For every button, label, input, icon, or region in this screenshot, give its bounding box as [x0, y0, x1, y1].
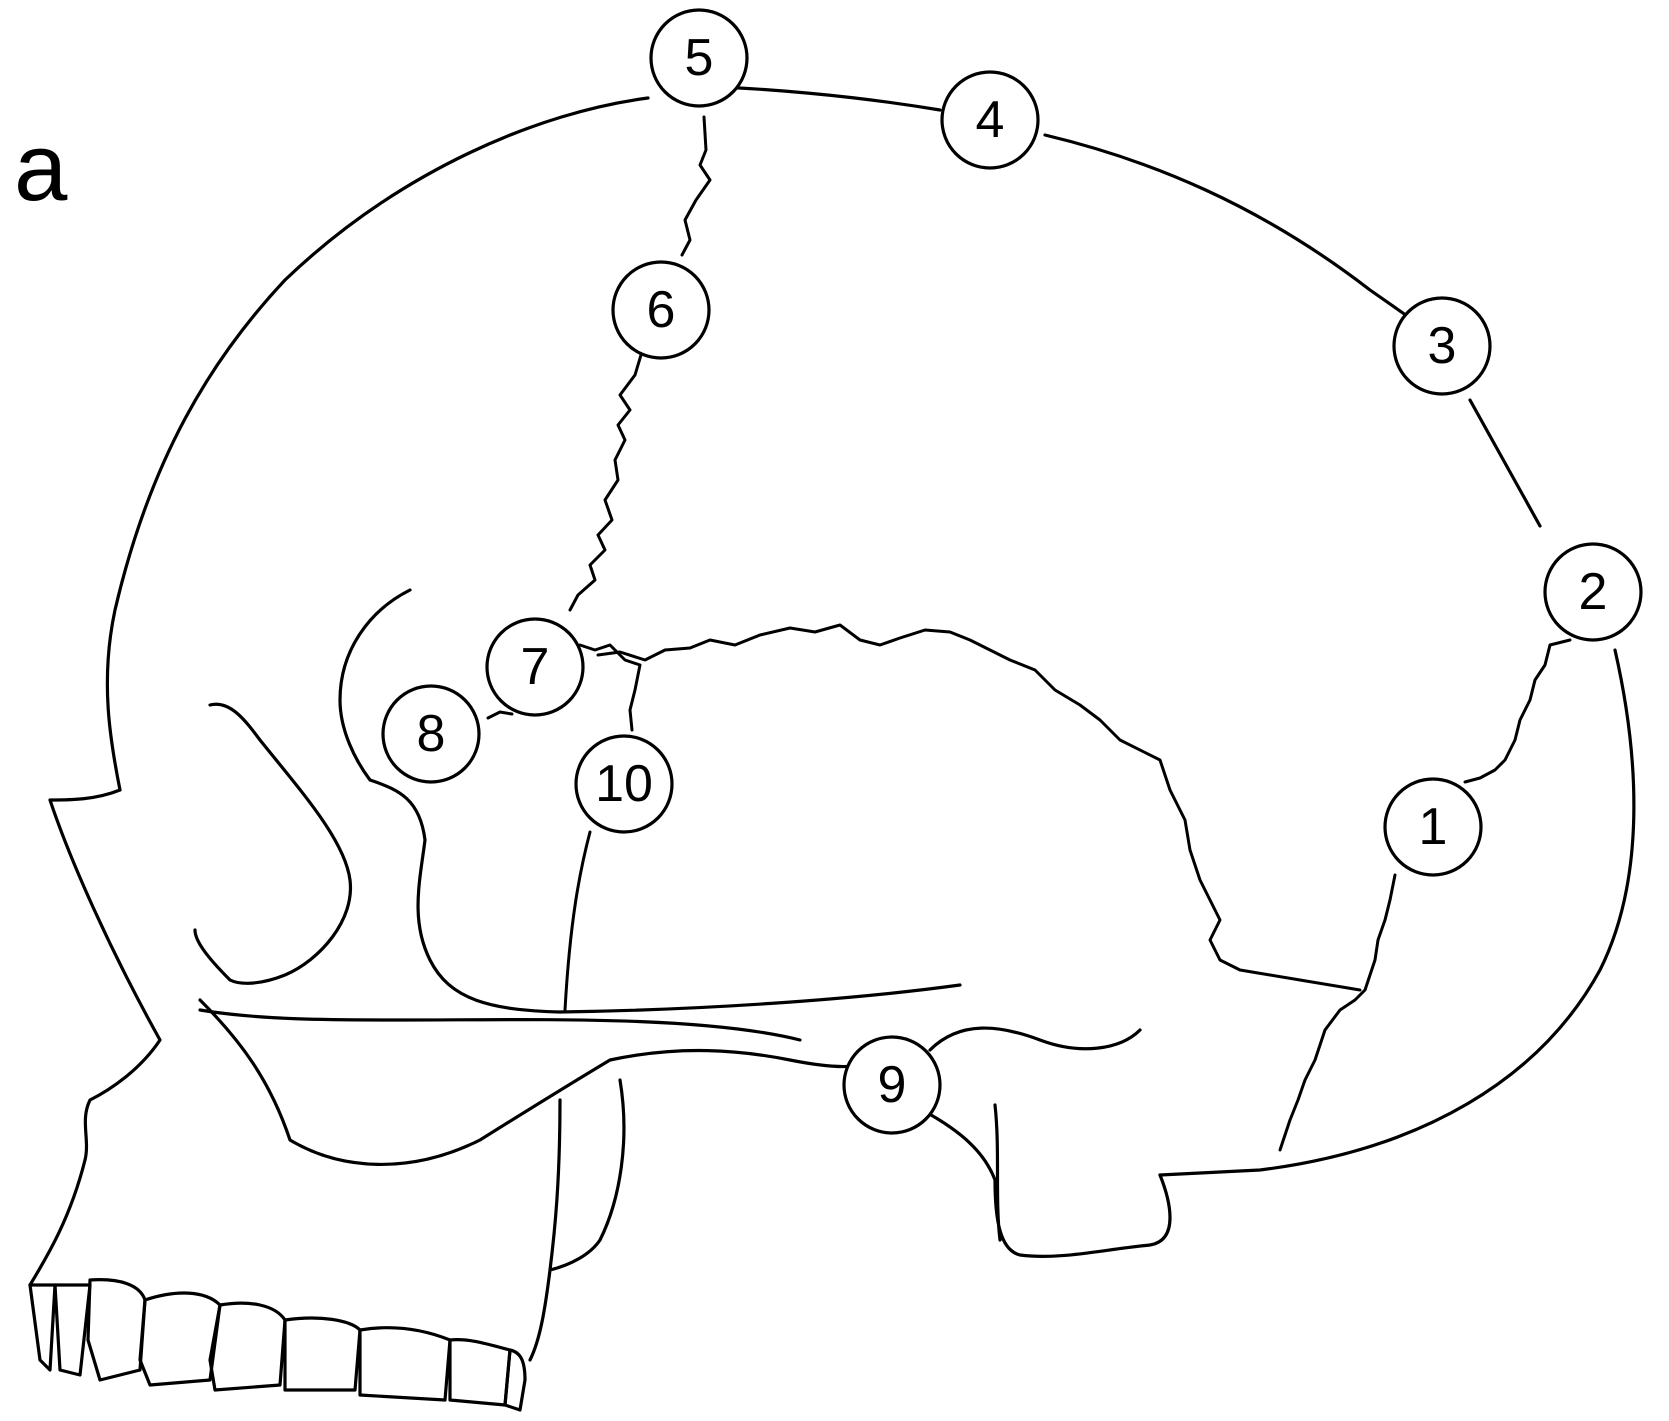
marker-7: 7 — [485, 617, 585, 717]
tooth — [53, 1283, 92, 1377]
tooth — [358, 1326, 452, 1402]
marker-2-circle — [1543, 542, 1643, 642]
zygomatic-lower-line — [198, 1008, 802, 1042]
orbit-outline — [193, 702, 353, 985]
coronal-suture — [568, 115, 712, 612]
zygomatic-arch — [198, 998, 892, 1166]
maxilla-outline — [528, 1078, 626, 1362]
marker-2-label: 2 — [1579, 563, 1608, 621]
marker-10-circle — [574, 734, 674, 834]
marker-9-circle — [842, 1035, 942, 1135]
marker-6-circle — [611, 260, 711, 360]
marker-9: 9 — [842, 1035, 942, 1135]
tooth — [28, 1283, 57, 1372]
marker-1-circle — [1383, 777, 1483, 877]
marker-6-label: 6 — [647, 281, 676, 339]
marker-7-label: 7 — [521, 638, 550, 696]
lambdoid-suture — [1278, 638, 1572, 1152]
marker-10: 10 — [574, 734, 674, 834]
cranial-vault-outline — [105, 84, 1636, 1177]
temporal-line-inner — [338, 588, 962, 1014]
tooth — [208, 1301, 287, 1392]
tooth — [283, 1316, 362, 1392]
marker-5-label: 5 — [685, 29, 714, 87]
tooth — [448, 1338, 512, 1407]
marker-5: 5 — [649, 8, 749, 108]
pterion-suture — [486, 643, 642, 732]
marker-8-label: 8 — [417, 705, 446, 763]
marker-4-label: 4 — [976, 91, 1005, 149]
marker-6: 6 — [611, 260, 711, 360]
panel-label: a — [14, 114, 68, 221]
marker-4-circle — [940, 70, 1040, 170]
teeth-row — [28, 1278, 527, 1412]
marker-8-circle — [381, 684, 481, 784]
marker-10-label: 10 — [595, 755, 653, 813]
marker-3-label: 3 — [1428, 317, 1457, 375]
marker-1: 1 — [1383, 777, 1483, 877]
mastoid-outline — [903, 1026, 1172, 1258]
tooth — [86, 1278, 147, 1382]
marker-1-label: 1 — [1419, 798, 1448, 856]
squamosal-suture — [596, 623, 1362, 992]
marker-2: 2 — [1543, 542, 1643, 642]
marker-3: 3 — [1392, 296, 1492, 396]
marker-9-label: 9 — [878, 1056, 907, 1114]
marker-8: 8 — [381, 684, 481, 784]
tooth — [138, 1291, 222, 1387]
marker-5-circle — [649, 8, 749, 108]
zygomaticotemporal-suture — [563, 830, 592, 1012]
face-profile — [28, 788, 162, 1287]
marker-4: 4 — [940, 70, 1040, 170]
marker-7-circle — [485, 617, 585, 717]
tooth — [503, 1348, 527, 1412]
marker-3-circle — [1392, 296, 1492, 396]
